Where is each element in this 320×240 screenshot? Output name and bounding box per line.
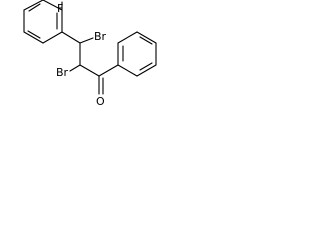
molecule-structure-diagram: F Br Br O <box>23 0 157 108</box>
ring-bond <box>136 31 157 44</box>
ring-bond <box>23 0 44 11</box>
ring-bond <box>117 64 138 77</box>
phenyl-ring <box>117 31 157 77</box>
fluorine-atom-label: F <box>57 2 63 15</box>
ring-bond <box>23 31 44 44</box>
ring-bond <box>136 64 157 77</box>
oxygen-atom-label: O <box>96 95 105 108</box>
ring-inner-double-bond <box>27 30 41 39</box>
bromine-atom-label: Br <box>56 66 69 79</box>
c-br-lower-bond <box>69 64 81 72</box>
c-br-upper-bond <box>79 37 94 44</box>
ring-bond <box>42 0 63 11</box>
bromine-atom-label: Br <box>94 30 107 43</box>
ring-inner-double-bond <box>139 36 153 45</box>
ring-to-chain-bond <box>61 31 81 44</box>
fluorophenyl-ring <box>23 0 63 44</box>
chain-bond <box>79 64 100 77</box>
ring-inner-double-bond <box>139 62 153 71</box>
ring-bond <box>117 31 138 44</box>
ring-inner-double-bond <box>28 3 41 12</box>
carbonyl-to-phenyl-bond <box>98 64 119 77</box>
ring-bond <box>42 31 63 44</box>
